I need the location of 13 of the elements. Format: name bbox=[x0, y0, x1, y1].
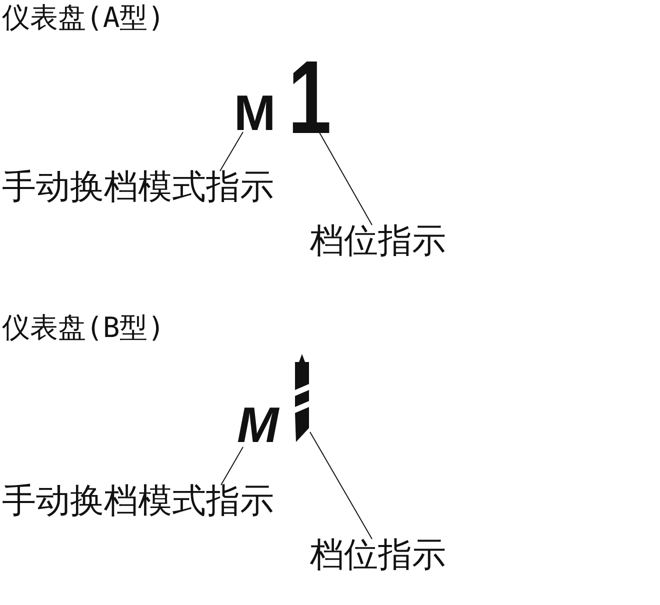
indicator-label: 手动换档模式指示 bbox=[2, 170, 274, 204]
indicator-label: 档位指示 bbox=[310, 224, 446, 258]
panel-heading: 仪表盘(B型) bbox=[2, 314, 165, 342]
gear-number: 1 bbox=[288, 46, 332, 150]
gear-indicator-icon bbox=[292, 354, 312, 442]
mode-letter: M bbox=[234, 88, 276, 138]
indicator-label: 手动换档模式指示 bbox=[2, 484, 274, 518]
mode-letter: M bbox=[237, 400, 279, 450]
leader-line bbox=[310, 432, 372, 540]
panel-heading: 仪表盘(A型) bbox=[2, 4, 165, 32]
indicator-label: 档位指示 bbox=[310, 538, 446, 572]
leader-line bbox=[220, 446, 244, 486]
leader-line bbox=[220, 132, 244, 172]
